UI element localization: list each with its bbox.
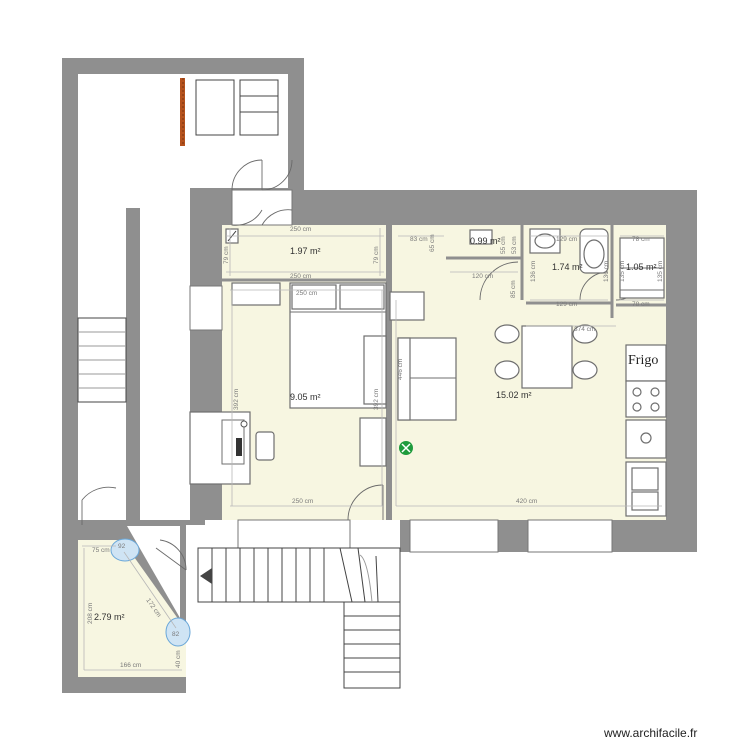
dim-living-left: 446 cm — [397, 359, 404, 380]
entry-diagonal-void — [127, 526, 180, 618]
dining-table — [521, 325, 573, 389]
dim-entry-right: 40 cm — [175, 650, 182, 668]
furniture — [110, 78, 667, 647]
dim-bath-right: 136 cm — [603, 261, 610, 282]
dim-closet-right: 135 cm — [657, 261, 664, 282]
dim-hall-top: 250 cm — [290, 226, 311, 233]
upper-cabinet-right — [239, 79, 279, 136]
fridge — [625, 344, 667, 382]
nightstand-left — [231, 282, 281, 306]
dim-entry-top2: 92 — [118, 543, 126, 550]
toilet — [469, 229, 493, 245]
living-window-left — [409, 519, 499, 553]
hall-top-opening — [231, 189, 293, 226]
dim-passage-depth: 85 cm — [510, 280, 517, 298]
fridge-label: Frigo — [628, 353, 658, 368]
chair-3 — [572, 324, 598, 344]
doors — [81, 159, 643, 571]
dim-entry-left: 208 cm — [87, 603, 94, 624]
upper-cabinet-left — [195, 79, 235, 136]
pillow-right — [339, 284, 385, 310]
dim-wc-width: 83 cm — [410, 236, 428, 243]
entry-fixture-top — [110, 538, 140, 562]
dim-wc-right: 55 cm — [500, 236, 507, 254]
entry-fixture-bottom — [165, 617, 191, 647]
dim-living-kitchen: 374 cm — [574, 326, 595, 333]
dimension-lines — [82, 228, 664, 671]
chair-4 — [572, 360, 598, 380]
desk-book-stack — [236, 438, 242, 456]
stair-core-wall — [126, 208, 140, 520]
area-closet: 1.05 m² — [626, 262, 657, 272]
dim-entry-top: 75 cm — [92, 547, 110, 554]
dim-passage-width: 120 cm — [472, 273, 493, 280]
dimension-labels: 250 cm 250 cm 79 cm 79 cm 83 cm 65 cm 55… — [87, 226, 664, 669]
bedroom-bottom-window — [237, 519, 351, 553]
bedroom-side-window — [189, 285, 223, 331]
entry-door-opening — [80, 488, 122, 520]
dim-bath-top: 129 cm — [556, 236, 577, 243]
entry-floor — [78, 540, 186, 677]
partitions — [222, 225, 697, 520]
windows — [189, 189, 613, 553]
dim-bedroom-left: 392 cm — [233, 389, 240, 410]
dim-hall-bottom: 250 cm — [290, 273, 311, 280]
bedroom-door-arc — [347, 484, 384, 521]
chair-2 — [494, 360, 520, 380]
dim-bath-bottom: 129 cm — [556, 301, 577, 308]
dim-entry-bottom: 166 cm — [120, 662, 141, 669]
dim-wc-depth: 53 cm — [511, 236, 518, 254]
desk-chair — [255, 431, 275, 461]
passage-door-arc — [479, 261, 519, 301]
dim-closet-left: 135 cm — [619, 261, 626, 282]
green-circle-icon — [399, 441, 413, 455]
pillow-left — [291, 284, 337, 310]
dim-hall-right: 79 cm — [373, 246, 380, 264]
entry-door-arc — [81, 486, 117, 501]
dim-bedroom-right: 392 cm — [373, 389, 380, 410]
dim-closet-bottom: 78 cm — [632, 301, 650, 308]
entry-left-wall — [62, 520, 78, 693]
cooktop — [625, 380, 667, 418]
living-window-right — [527, 519, 613, 553]
area-living: 15.02 m² — [496, 390, 532, 400]
dim-bedroom-bottom: 250 cm — [292, 498, 313, 505]
armchair — [389, 291, 425, 321]
upper-door-arc — [231, 159, 263, 191]
room-area-labels: 1.97 m² 0.99 m² 1.74 m² 1.05 m² 9.05 m² … — [94, 236, 657, 622]
area-bedroom: 9.05 m² — [290, 392, 321, 402]
dim-hall-left: 79 cm — [223, 246, 230, 264]
bottom-stair — [197, 547, 401, 689]
dim-bedroom-top: 250 cm — [296, 290, 317, 297]
left-stair — [77, 317, 127, 403]
area-entry: 2.79 m² — [94, 612, 125, 622]
area-hall: 1.97 m² — [290, 246, 321, 256]
dim-bath-left: 136 cm — [530, 261, 537, 282]
hall-floor — [222, 225, 388, 280]
entry-top-wall — [78, 520, 124, 540]
tv-unit — [363, 335, 387, 405]
dim-wc-left: 65 cm — [429, 234, 436, 252]
watermark: www.archifacile.fr — [603, 726, 697, 740]
dim-living-bottom: 420 cm — [516, 498, 537, 505]
desk-lamp-icon — [240, 420, 248, 428]
chair-1 — [494, 324, 520, 344]
area-bath: 1.74 m² — [552, 262, 583, 272]
dim-entry-door: 82 — [172, 631, 180, 638]
area-wc: 0.99 m² — [470, 236, 501, 246]
stairs — [77, 317, 401, 689]
dim-closet-top: 78 cm — [632, 236, 650, 243]
